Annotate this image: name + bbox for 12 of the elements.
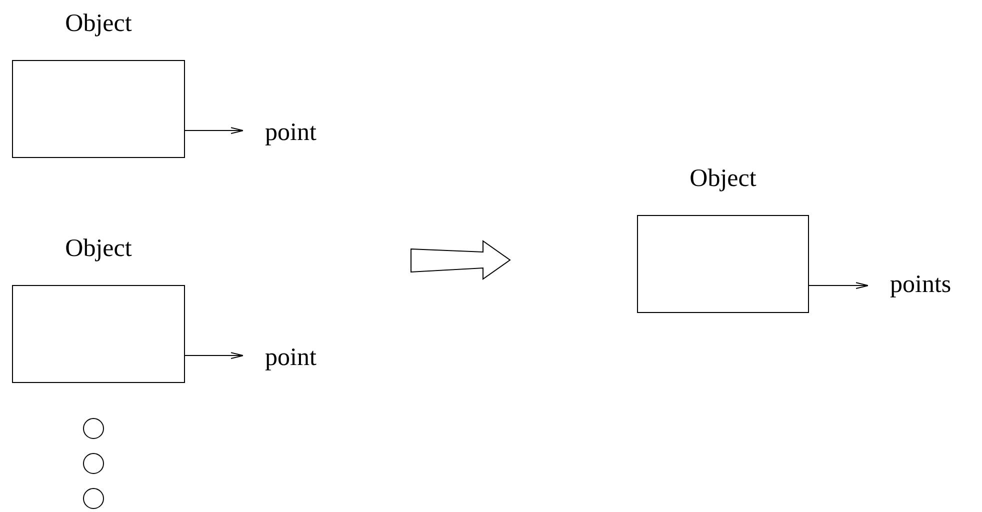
output-label: point bbox=[265, 118, 316, 148]
circle-shape bbox=[83, 453, 104, 474]
circle-shape bbox=[83, 488, 104, 509]
box-heading: Object bbox=[65, 9, 132, 39]
circle-shape bbox=[83, 418, 104, 439]
output-label: points bbox=[890, 270, 952, 300]
arrow bbox=[184, 127, 244, 134]
box-heading: Object bbox=[690, 164, 756, 194]
box-heading: Object bbox=[65, 234, 132, 264]
output-label: point bbox=[265, 343, 316, 373]
arrow bbox=[808, 282, 868, 290]
arrow bbox=[184, 352, 244, 360]
